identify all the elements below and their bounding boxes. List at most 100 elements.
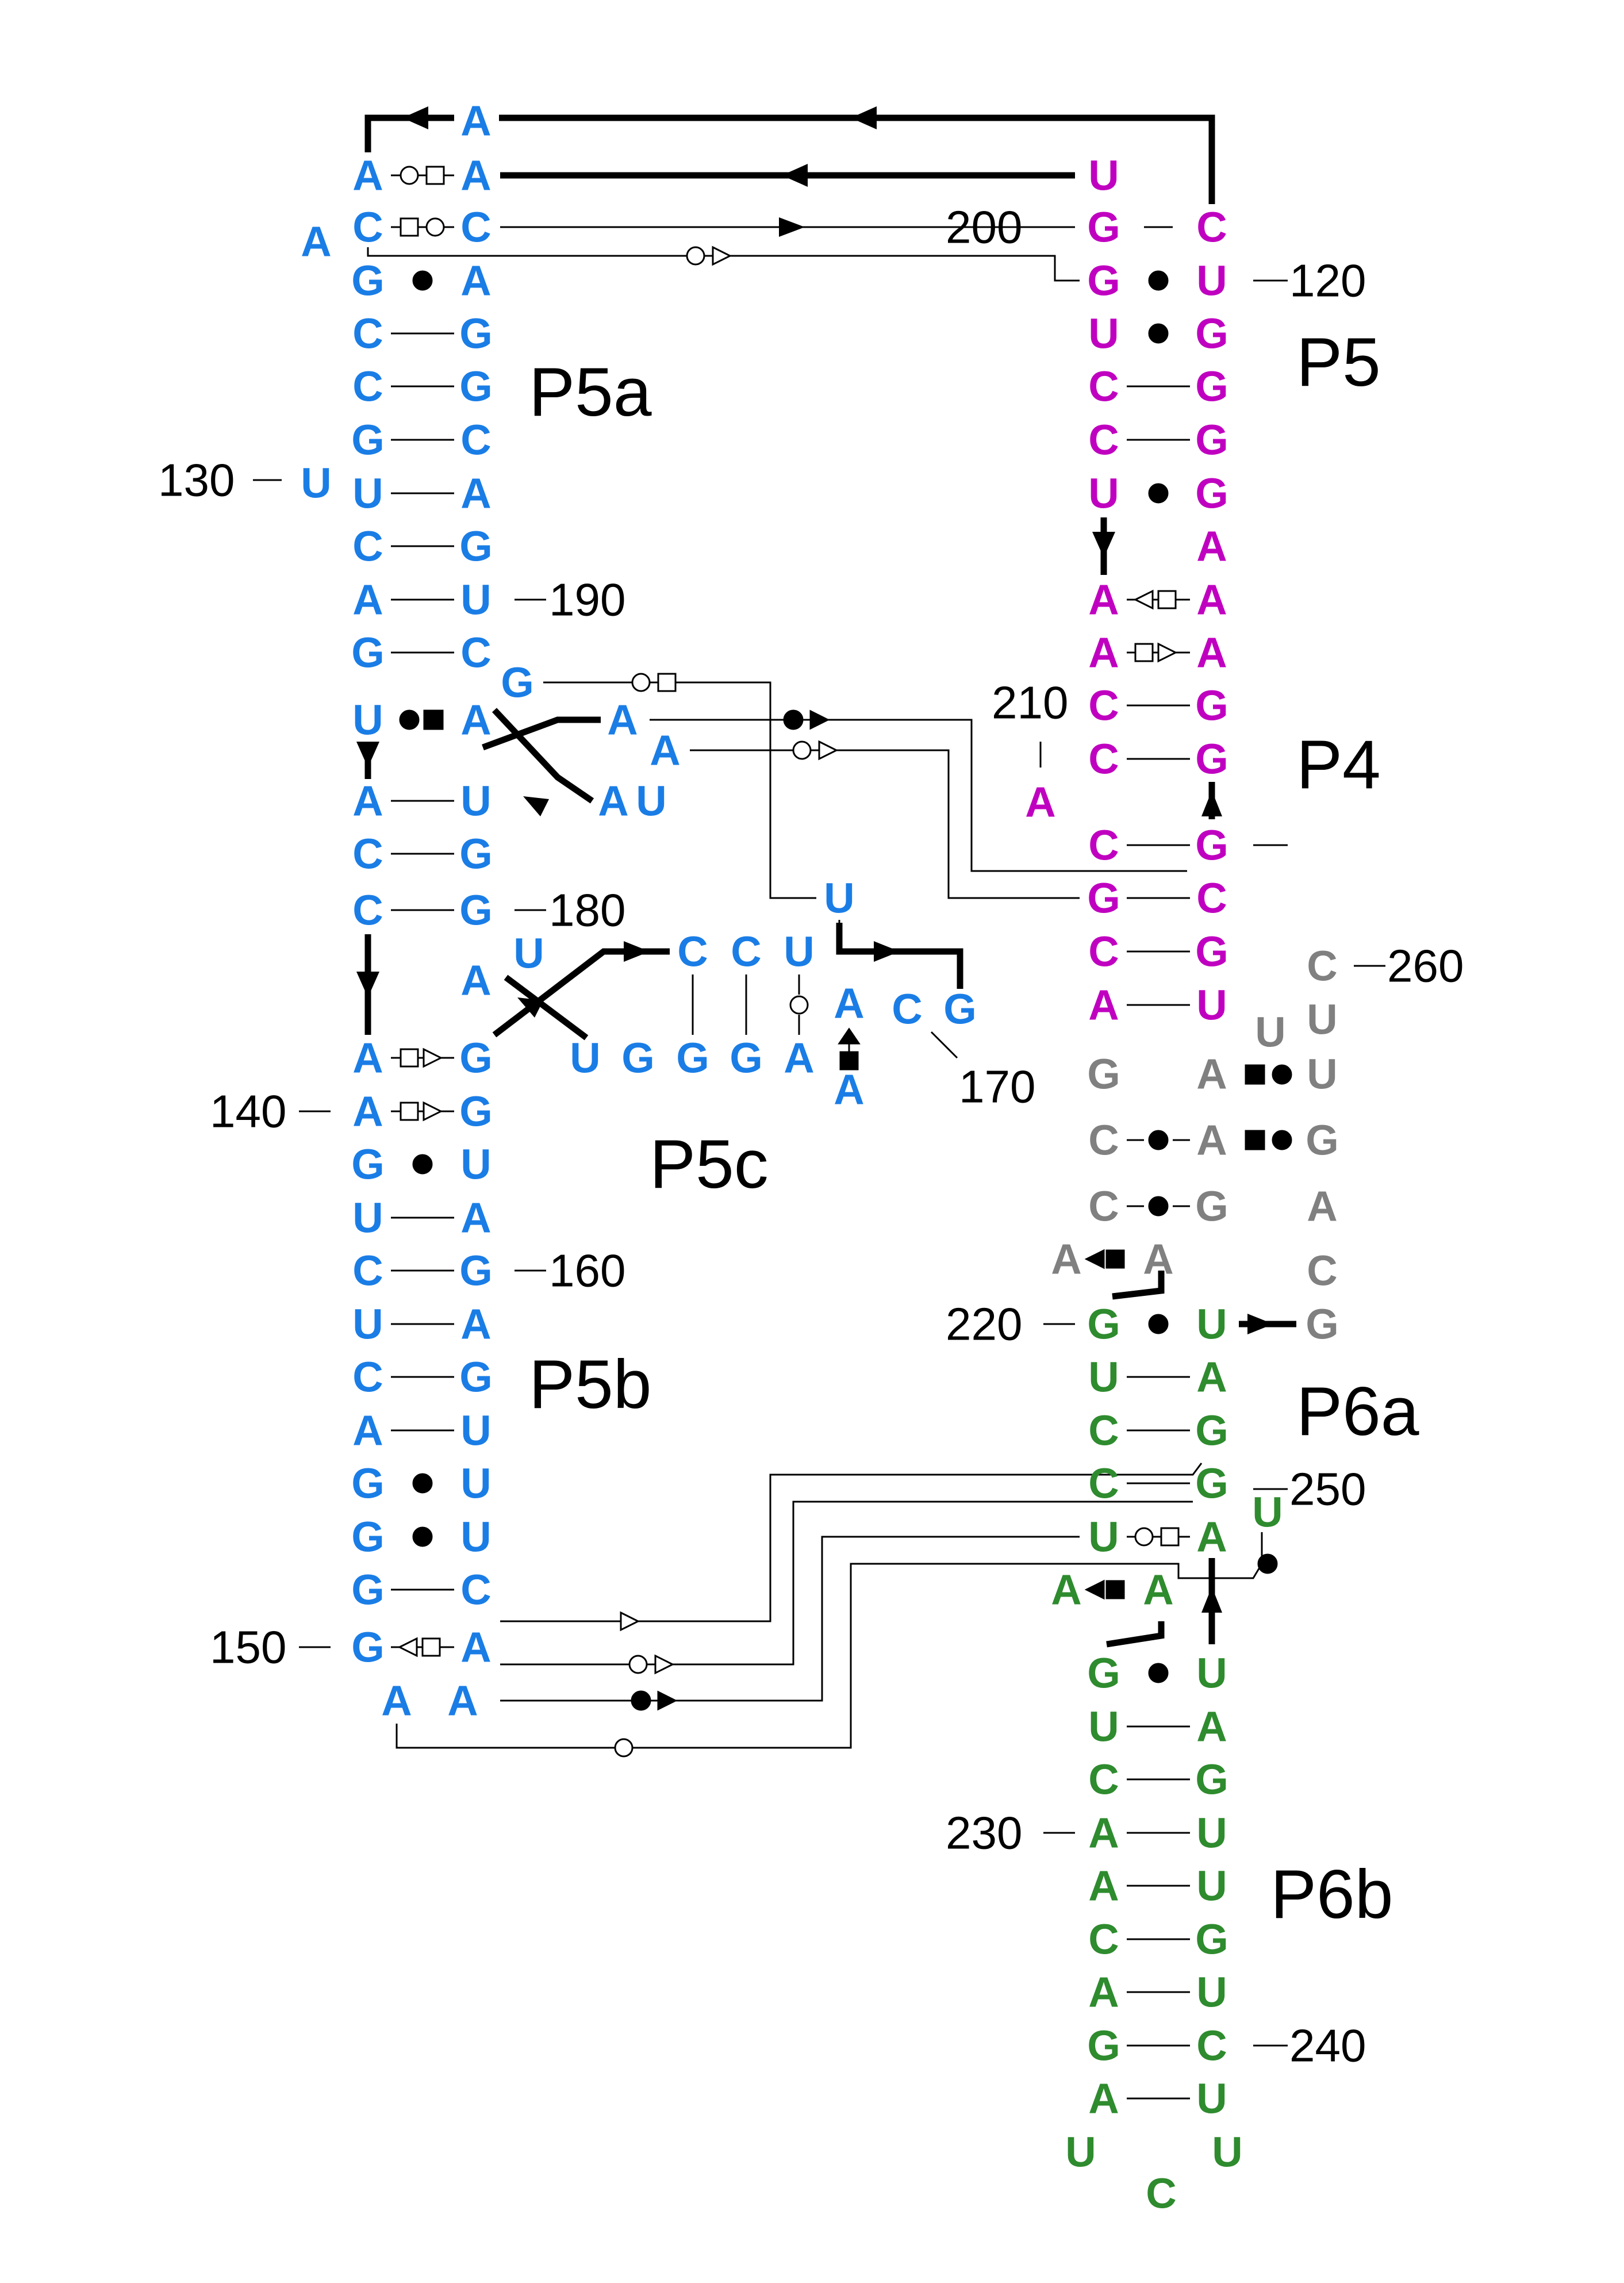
nucleotide-a: A xyxy=(1088,1809,1119,1857)
nucleotide-a: A xyxy=(1143,1566,1173,1614)
nucleotide-u: U xyxy=(1088,310,1119,358)
nucleotide-u: U xyxy=(460,1513,491,1561)
helix-label-p6a: P6a xyxy=(1296,1373,1419,1450)
nucleotide-a: A xyxy=(460,97,491,145)
nucleotide-g: G xyxy=(351,257,385,305)
nucleotide-c: C xyxy=(352,1353,383,1401)
nucleotide-c: C xyxy=(352,310,383,358)
nucleotide-u: U xyxy=(1212,2128,1242,2176)
nucleotide-g: G xyxy=(1195,1916,1228,1963)
nucleotide-c: C xyxy=(1088,1183,1119,1230)
nucleotide-g: G xyxy=(1306,1116,1339,1164)
number-label: 210 xyxy=(992,677,1068,728)
nucleotide-u: U xyxy=(1088,1513,1119,1561)
nucleotide-g: G xyxy=(351,416,385,464)
nucleotide-a: A xyxy=(1088,576,1119,624)
nucleotide-g: G xyxy=(943,985,977,1033)
nucleotide-c: C xyxy=(1088,822,1119,869)
helix-label-p5b: P5b xyxy=(529,1346,652,1423)
nucleotide-g: G xyxy=(1195,470,1228,517)
nucleotide-g: G xyxy=(459,830,493,878)
number-label: 170 xyxy=(959,1061,1035,1112)
number-label: 140 xyxy=(210,1086,286,1137)
nucleotide-a: A xyxy=(460,1194,491,1242)
nucleotide-c: C xyxy=(1088,735,1119,783)
nucleotide-g: G xyxy=(676,1034,709,1082)
nucleotide-a: A xyxy=(460,957,491,1004)
number-label: 190 xyxy=(549,574,625,626)
nucleotide-a: A xyxy=(460,152,491,199)
number-label: 130 xyxy=(158,455,235,506)
nucleotide-u: U xyxy=(1196,981,1227,1029)
nucleotide-g: G xyxy=(351,1141,385,1188)
helix-label-p6b: P6b xyxy=(1270,1856,1393,1933)
nucleotide-a: A xyxy=(352,1088,383,1135)
nucleotide-a: A xyxy=(1196,523,1227,570)
nucleotide-c: C xyxy=(1307,1247,1337,1295)
nucleotide-a: A xyxy=(460,1300,491,1348)
nucleotide-g: G xyxy=(621,1034,655,1082)
nucleotide-a: A xyxy=(1088,981,1119,1029)
nucleotide-a: A xyxy=(1196,1513,1227,1561)
nucleotide-g: G xyxy=(459,1034,493,1082)
nucleotide-g: G xyxy=(1195,1183,1228,1230)
nucleotide-c: C xyxy=(352,887,383,934)
nucleotide-g: G xyxy=(459,887,493,934)
nucleotide-c: C xyxy=(731,928,761,976)
nucleotide-a: A xyxy=(1025,778,1055,826)
nucleotide-g: G xyxy=(1195,822,1228,869)
nucleotide-g: G xyxy=(351,1460,385,1507)
nucleotide-u: U xyxy=(1307,996,1337,1043)
nucleotide-c: C xyxy=(1146,2170,1176,2217)
nucleotide-a: A xyxy=(1196,1116,1227,1164)
nucleotide-g: G xyxy=(1195,310,1228,358)
nucleotide-u: U xyxy=(636,777,666,825)
nucleotide-g: G xyxy=(1087,1300,1120,1348)
nucleotide-g: G xyxy=(1195,1460,1228,1507)
nucleotide-u: U xyxy=(460,1460,491,1507)
nucleotide-c: C xyxy=(1196,874,1227,922)
nucleotide-u: U xyxy=(1196,1862,1227,1910)
nucleotide-g: G xyxy=(1195,1407,1228,1455)
nucleotide-a: A xyxy=(460,696,491,744)
nucleotide-u: U xyxy=(352,470,383,517)
nucleotide-g: G xyxy=(351,1566,385,1614)
nucleotide-g: G xyxy=(1195,363,1228,410)
nucleotide-u: U xyxy=(301,459,331,507)
nucleotide-g: G xyxy=(459,363,493,410)
nucleotide-c: C xyxy=(1088,1916,1119,1963)
nucleotide-u: U xyxy=(1196,2075,1227,2123)
nucleotide-u: U xyxy=(824,874,854,922)
nucleotide-u: U xyxy=(460,777,491,825)
nucleotide-a: A xyxy=(1088,1862,1119,1910)
nucleotide-a: A xyxy=(650,727,680,774)
nucleotide-c: C xyxy=(460,1566,491,1614)
nucleotide-g: G xyxy=(1195,928,1228,976)
nucleotide-a: A xyxy=(607,696,638,744)
nucleotide-u: U xyxy=(1088,470,1119,517)
nucleotide-a: A xyxy=(381,1677,412,1725)
nucleotide-a: A xyxy=(1088,2075,1119,2123)
nucleotide-u: U xyxy=(1088,152,1119,199)
nucleotide-g: G xyxy=(459,1247,493,1295)
nucleotide-u: U xyxy=(460,1407,491,1455)
nucleotide-c: C xyxy=(1088,928,1119,976)
nucleotide-u: U xyxy=(352,1300,383,1348)
nucleotide-a: A xyxy=(1051,1235,1081,1283)
nucleotide-a: A xyxy=(834,980,864,1027)
helix-label-p5a: P5a xyxy=(529,354,652,431)
nucleotide-c: C xyxy=(1307,942,1337,990)
nucleotide-g: G xyxy=(459,310,493,358)
nucleotide-a: A xyxy=(1088,629,1119,677)
number-label: 250 xyxy=(1289,1464,1366,1515)
helix-labels: P5a P5 P4 P5c P5b P6a P6b xyxy=(529,324,1419,1933)
nucleotide-g: G xyxy=(1306,1300,1339,1348)
nucleotide-g: G xyxy=(1087,257,1120,305)
nucleotide-a: A xyxy=(1196,576,1227,624)
nucleotide-a: A xyxy=(352,576,383,624)
nucleotide-a: A xyxy=(352,152,383,199)
nucleotide-a: A xyxy=(447,1677,478,1725)
nucleotide-a: A xyxy=(1196,629,1227,677)
nucleotide-a: A xyxy=(598,777,628,825)
